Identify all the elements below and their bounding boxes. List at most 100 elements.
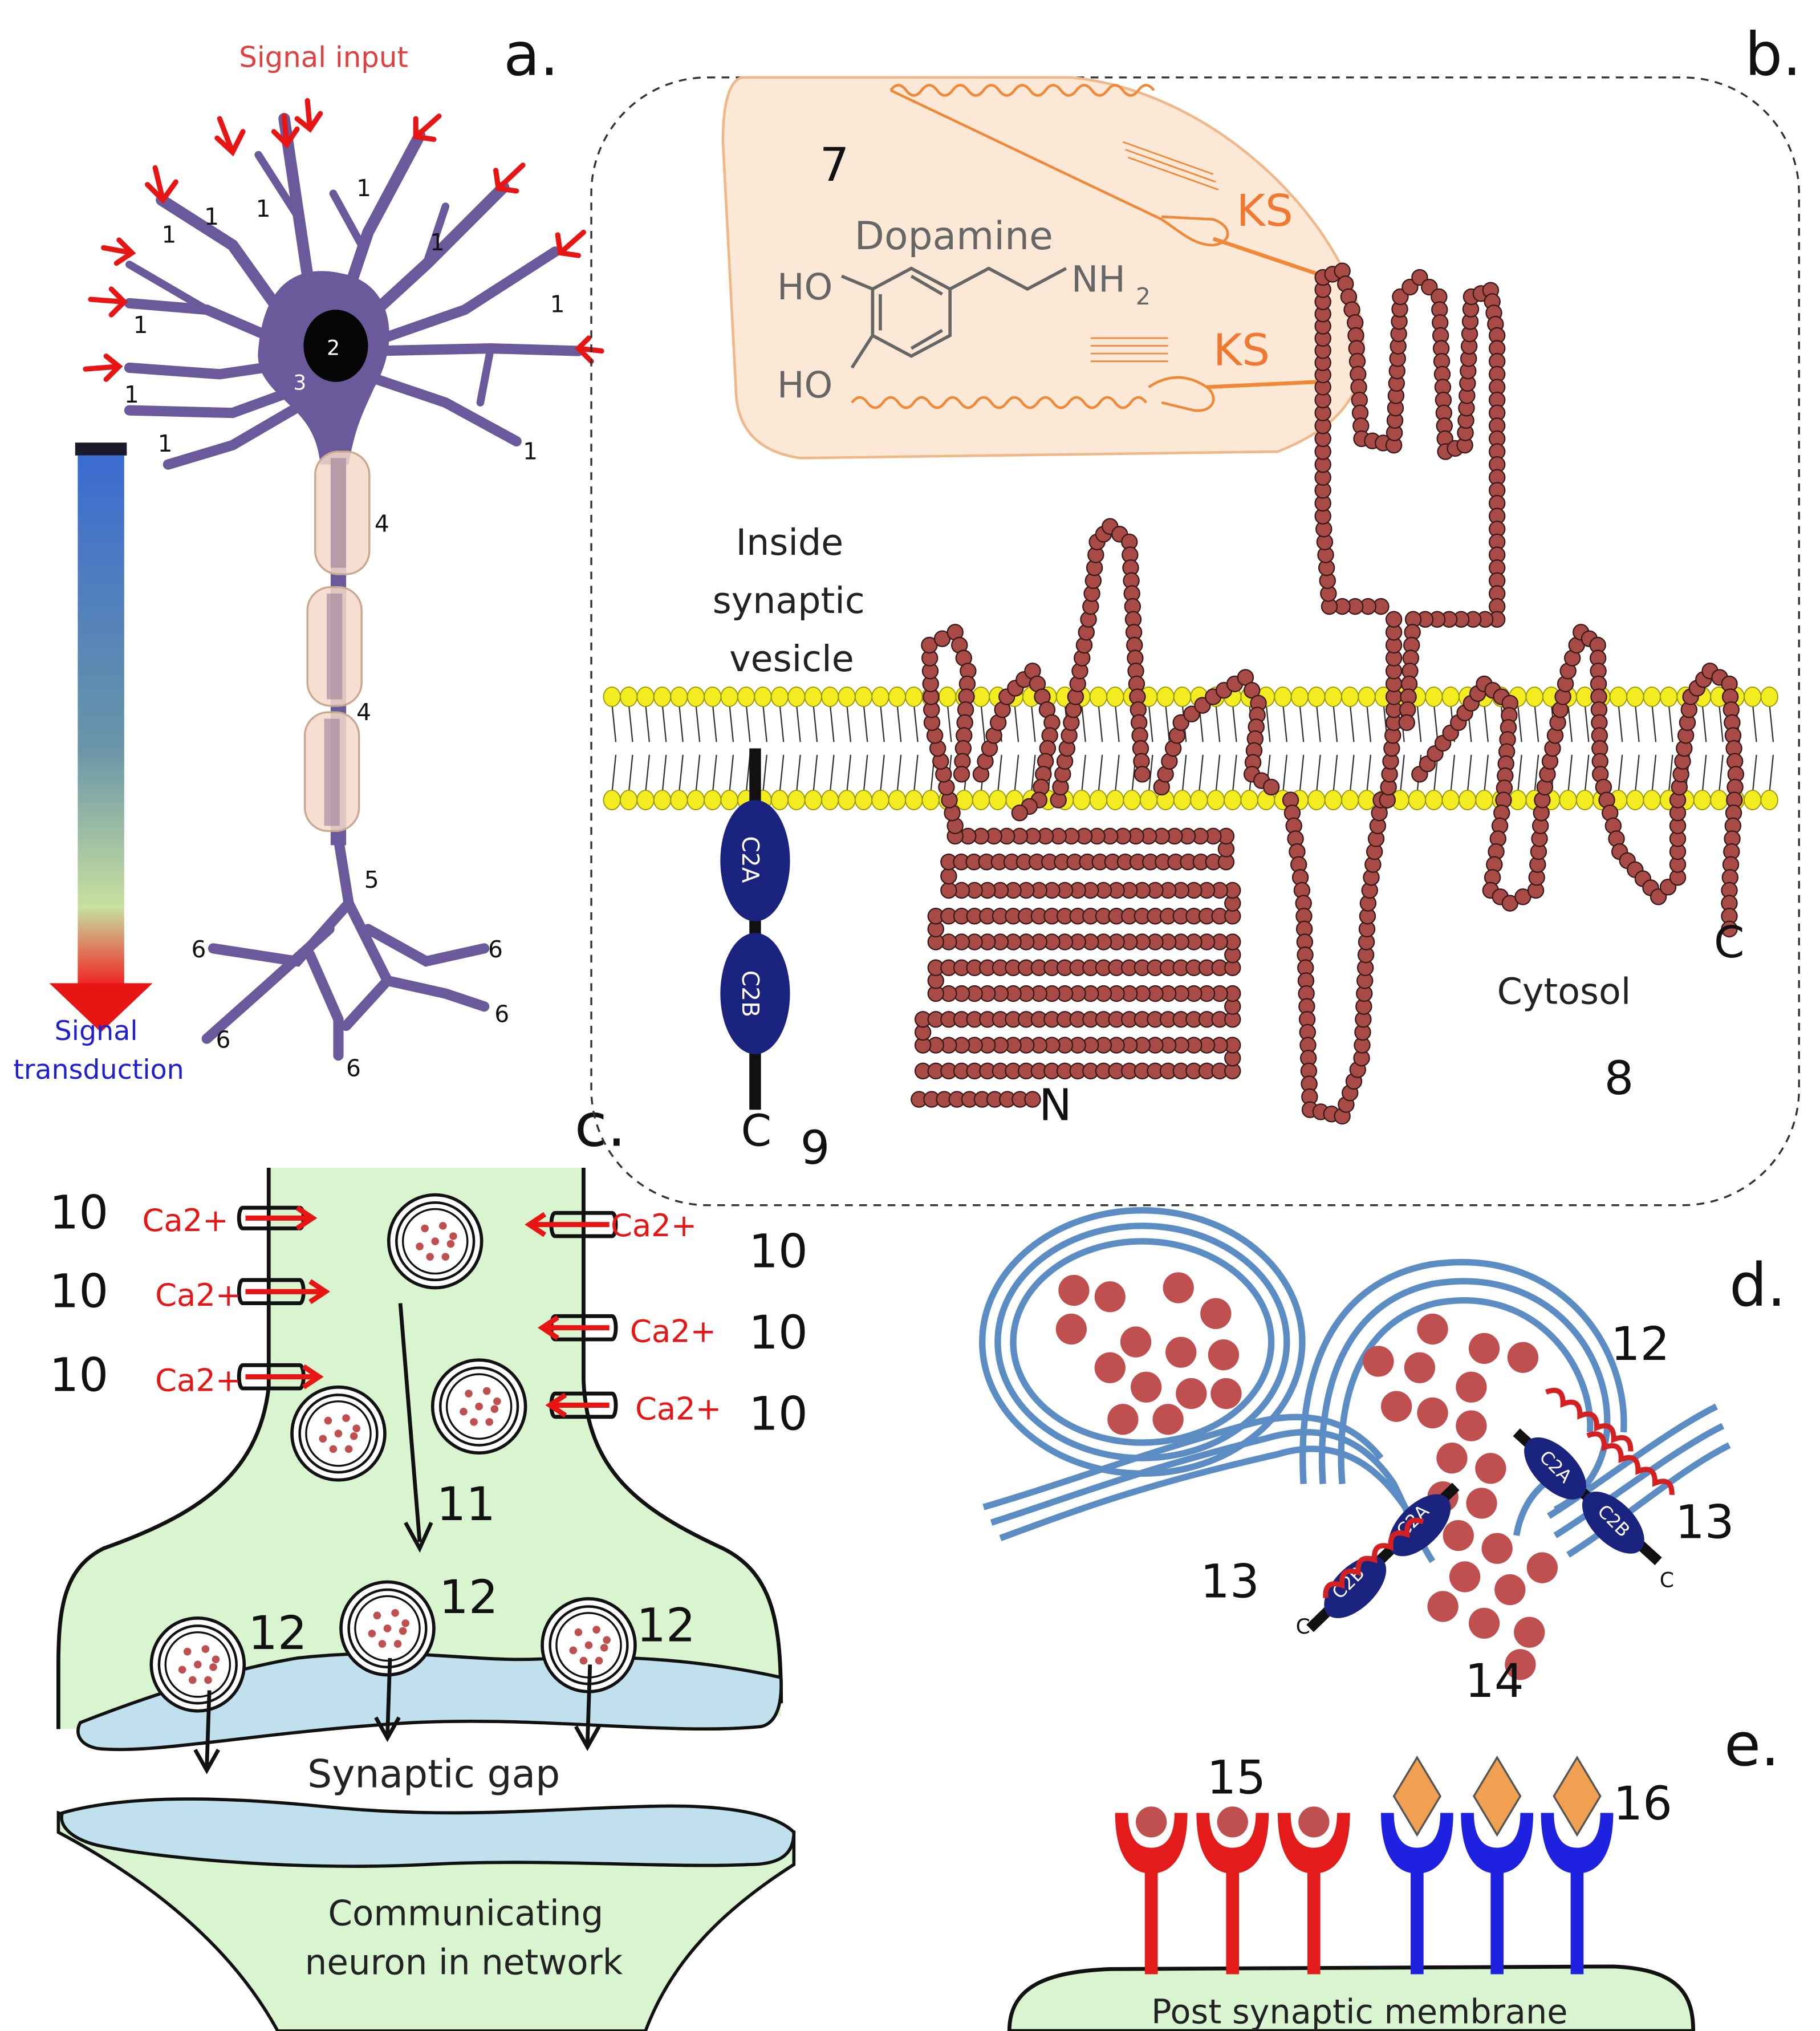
dendrite-label: 1 bbox=[523, 438, 538, 465]
lipid-head bbox=[1710, 790, 1728, 810]
neurotransmitter-dot bbox=[350, 1432, 358, 1440]
bound-neurotransmitter bbox=[1298, 1806, 1330, 1838]
neurotransmitter-dot bbox=[1417, 1397, 1448, 1429]
protein-bead bbox=[1262, 778, 1280, 796]
number-15-label: 15 bbox=[1206, 1751, 1266, 1805]
lipid-head bbox=[854, 790, 873, 810]
lipid-head bbox=[821, 687, 839, 707]
lipid-head bbox=[1643, 790, 1661, 810]
protein-bead bbox=[1011, 804, 1029, 822]
nucleus bbox=[303, 310, 368, 382]
c2a-domain bbox=[720, 800, 790, 921]
amine-subscript: 2 bbox=[1136, 283, 1151, 310]
protein-bead bbox=[1398, 714, 1415, 732]
lipid-head bbox=[1660, 687, 1678, 707]
vesicle-transport-arrow bbox=[398, 1303, 433, 1553]
lipid-head bbox=[888, 687, 906, 707]
lipid-head bbox=[704, 790, 722, 810]
neurotransmitter-dot bbox=[324, 1416, 332, 1425]
number-8-label: 8 bbox=[1604, 1051, 1634, 1106]
neurotransmitter-dot bbox=[1176, 1378, 1207, 1409]
panel-d-fusion: C2A C2B C C2A C2B C 12 13 13 14 bbox=[979, 1207, 1734, 1708]
neurotransmitter-dot bbox=[1468, 1333, 1500, 1364]
panel-e-receptors: Post synaptic membrane 15 16 bbox=[1007, 1751, 1696, 2031]
number-16-label: 16 bbox=[1613, 1777, 1672, 1831]
neurotransmitter-dot bbox=[1456, 1371, 1487, 1403]
panel-a-neuron: Signal input 2 3 bbox=[13, 41, 604, 1086]
channel-number-labels: 10 10 10 10 10 10 bbox=[50, 1185, 808, 1441]
c-terminus-label: C bbox=[1714, 917, 1745, 968]
panel-b-protein: 7 Dopamine HO HO NH 2 KS KS bbox=[590, 76, 1800, 1207]
terminal-label: 6 bbox=[191, 936, 206, 963]
channel-number-label: 10 bbox=[749, 1387, 808, 1441]
receptors bbox=[1115, 1755, 1614, 1975]
neurotransmitter-dot bbox=[1468, 1607, 1500, 1639]
lipid-head bbox=[939, 687, 957, 707]
lipid-head bbox=[1224, 790, 1242, 810]
channel-number-label: 10 bbox=[749, 1224, 808, 1278]
snare-helices bbox=[1323, 1387, 1675, 1598]
neurotransmitter-dot bbox=[1210, 1378, 1242, 1409]
neurotransmitter-dot bbox=[1200, 1298, 1232, 1329]
neurotransmitter-dot bbox=[178, 1666, 186, 1674]
neurotransmitter-dot bbox=[1120, 1326, 1152, 1358]
neurotransmitter-dot bbox=[592, 1626, 600, 1634]
terminal-label: 6 bbox=[494, 1000, 509, 1027]
lipid-head bbox=[955, 790, 973, 810]
lipid-head bbox=[972, 687, 990, 707]
lipid-head bbox=[653, 790, 672, 810]
lipid-head bbox=[1341, 790, 1359, 810]
lipid-head bbox=[804, 790, 822, 810]
neurotransmitter-dot bbox=[1381, 1391, 1412, 1422]
lipid-head bbox=[653, 687, 672, 707]
neurotransmitter-dot bbox=[201, 1645, 210, 1653]
signal-transduction-bar bbox=[49, 442, 153, 1033]
dendrite-label: 1 bbox=[550, 291, 565, 318]
neurotransmitter-dot bbox=[600, 1644, 608, 1652]
neurotransmitter-dot bbox=[475, 1402, 483, 1411]
synaptic-vesicles bbox=[149, 1193, 637, 1713]
lipid-head bbox=[1206, 790, 1225, 810]
neurotransmitter-dot bbox=[212, 1655, 220, 1664]
lipid-head bbox=[1341, 687, 1359, 707]
lipid-head bbox=[838, 687, 856, 707]
dendrite-label: 1 bbox=[204, 203, 219, 230]
lipid-head bbox=[1744, 790, 1762, 810]
hydroxyl-label: HO bbox=[777, 364, 833, 406]
c-label: C bbox=[1660, 1568, 1674, 1593]
lipid-head bbox=[770, 790, 789, 810]
neurotransmitter-dot bbox=[1363, 1346, 1394, 1377]
neurotransmitter-dot bbox=[1163, 1272, 1194, 1303]
neurotransmitter-dot bbox=[393, 1640, 402, 1648]
lipid-head bbox=[1626, 687, 1644, 707]
ks-motifs bbox=[851, 84, 1317, 412]
lipid-head bbox=[720, 790, 738, 810]
lipid-head bbox=[1760, 687, 1778, 707]
lipid-head bbox=[1106, 687, 1124, 707]
panel-letter-b: b. bbox=[1745, 19, 1801, 89]
lipid-head bbox=[1475, 790, 1493, 810]
lipid-head bbox=[787, 790, 806, 810]
panel-b-frame bbox=[590, 76, 1800, 1207]
inside-vesicle-label: vesicle bbox=[729, 637, 854, 680]
blue-receptor bbox=[1541, 1813, 1614, 1874]
number-11-label: 11 bbox=[436, 1477, 495, 1532]
neuron-number-labels: 1 1 1 1 1 1 1 1 1 1 4 4 5 6 6 6 6 6 bbox=[124, 174, 565, 1082]
communicating-neuron-label: Communicating bbox=[328, 1893, 603, 1933]
lipid-head bbox=[854, 687, 873, 707]
neurotransmitter-dot bbox=[383, 1624, 392, 1632]
lipid-head bbox=[704, 687, 722, 707]
neurotransmitter-dot bbox=[493, 1397, 501, 1406]
dendrite-label: 1 bbox=[124, 381, 139, 408]
lipid-head bbox=[905, 790, 923, 810]
neurotransmitter-dot bbox=[1058, 1274, 1090, 1306]
axon-hillock-label: 5 bbox=[364, 866, 379, 893]
lipid-head bbox=[1307, 790, 1326, 810]
c-label: C bbox=[1296, 1614, 1310, 1639]
neurotransmitter-dot bbox=[188, 1676, 197, 1684]
panel-letter-c: c. bbox=[575, 1091, 626, 1160]
lipid-head bbox=[670, 790, 688, 810]
protein-bead bbox=[1385, 611, 1403, 628]
lipid-head bbox=[1173, 687, 1192, 707]
